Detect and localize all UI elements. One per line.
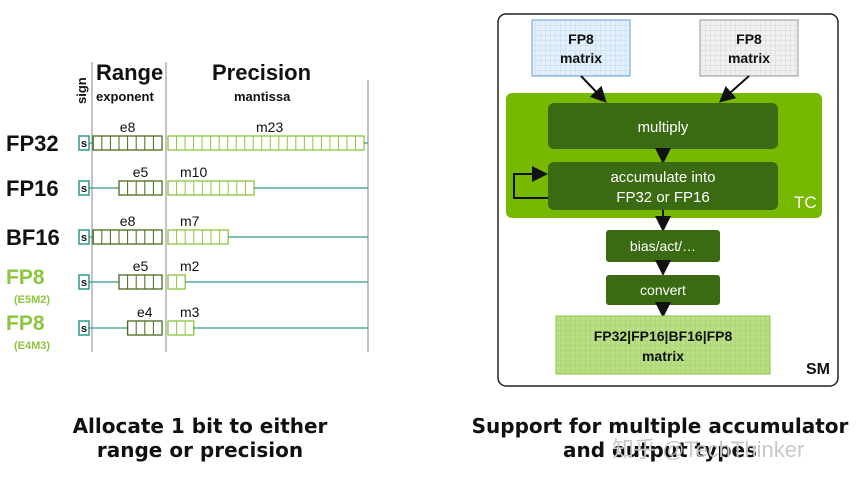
sign-bit-label-1: s <box>81 183 87 195</box>
input-matrix-a <box>531 19 631 77</box>
input-b-line2: matrix <box>728 50 770 66</box>
input-a-line1: FP8 <box>568 31 594 47</box>
bias-act-box <box>606 230 720 262</box>
input-a-line2: matrix <box>560 50 602 66</box>
right-caption-line2: and output types <box>562 438 757 462</box>
watermark: 知乎 @TechThinker <box>612 437 805 462</box>
sign-bit-label-0: s <box>81 138 87 150</box>
mantissa-box-4 <box>167 320 195 336</box>
exponent-label-1: e5 <box>133 164 149 180</box>
sign-bit-label-3: s <box>81 277 87 289</box>
convert-label: convert <box>640 282 686 298</box>
tensor-core-diagram: SM TC FP8 matrix FP8 matrix multiply acc… <box>497 13 839 387</box>
mantissa-subheader: mantissa <box>234 89 291 104</box>
left-caption-line2: range or precision <box>96 438 304 462</box>
format-name-4: FP8 <box>6 312 45 335</box>
precision-header: Precision <box>212 60 311 85</box>
sign-header: sign <box>74 77 89 104</box>
mantissa-label-0: m23 <box>256 119 283 135</box>
exponent-box-3 <box>118 274 163 290</box>
output-line2: matrix <box>642 348 684 364</box>
format-sub-3: (E5M2) <box>14 294 50 306</box>
sign-bit-label-4: s <box>81 323 87 335</box>
accumulate-box <box>548 162 778 210</box>
format-name-0: FP32 <box>6 131 59 156</box>
exponent-label-2: e8 <box>120 213 136 229</box>
right-caption: Support for multiple accumulator and out… <box>460 414 860 462</box>
arrow-a-to-multiply <box>580 75 607 103</box>
format-name-2: BF16 <box>6 225 60 250</box>
exponent-subheader: exponent <box>96 89 154 104</box>
left-caption: Allocate 1 bit to either range or precis… <box>30 414 370 462</box>
exponent-label-3: e5 <box>133 258 149 274</box>
accumulate-line1: accumulate into <box>610 169 715 186</box>
format-sub-4: (E4M3) <box>14 340 50 352</box>
input-matrix-b <box>699 19 799 77</box>
arrow-b-to-multiply <box>719 75 750 103</box>
output-line1: FP32|FP16|BF16|FP8 <box>594 328 733 344</box>
mantissa-label-3: m2 <box>180 258 200 274</box>
convert-box <box>606 275 720 305</box>
multiply-label: multiply <box>638 119 689 136</box>
format-name-3: FP8 <box>6 266 45 289</box>
range-header: Range <box>96 60 163 85</box>
mantissa-label-1: m10 <box>180 164 207 180</box>
format-diagram: sign Range exponent Precision mantissa F… <box>6 60 369 352</box>
exponent-box-1 <box>118 180 163 196</box>
mantissa-label-2: m7 <box>180 213 200 229</box>
multiply-box <box>548 103 778 149</box>
output-matrix <box>555 315 771 375</box>
sign-bit-label-2: s <box>81 232 87 244</box>
mantissa-label-4: m3 <box>180 304 200 320</box>
format-name-1: FP16 <box>6 176 59 201</box>
right-caption-line1: Support for multiple accumulator <box>471 414 849 438</box>
exponent-label-4: e4 <box>137 304 153 320</box>
accumulate-line2: FP32 or FP16 <box>616 189 709 206</box>
left-caption-line1: Allocate 1 bit to either <box>72 414 328 438</box>
accumulate-feedback-arrow <box>513 166 548 199</box>
format-comparison-panel: sign Range exponent Precision mantissa F… <box>0 0 420 481</box>
input-b-line1: FP8 <box>736 31 762 47</box>
sm-label: SM <box>806 361 830 378</box>
exponent-label-0: e8 <box>120 119 136 135</box>
mantissa-box-0 <box>167 135 365 151</box>
tensor-core-panel: SM TC FP8 matrix FP8 matrix multiply acc… <box>440 0 867 481</box>
tc-label: TC <box>794 193 817 212</box>
bias-act-label: bias/act/… <box>630 238 696 254</box>
